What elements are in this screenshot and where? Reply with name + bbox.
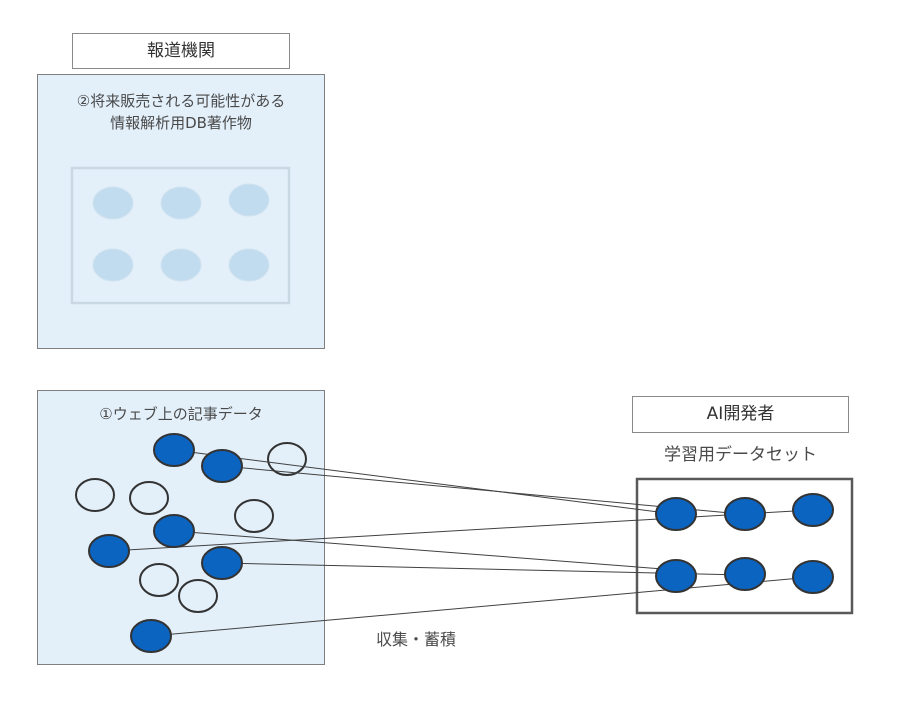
- arrow: [150, 574, 813, 637]
- faded-node: [228, 183, 270, 217]
- hollow-node: [75, 478, 115, 512]
- dataset-node: [792, 560, 834, 594]
- web-articles-title: ①ウェブ上の記事データ: [99, 405, 263, 423]
- ai-developer-label: AI開発者: [632, 396, 849, 433]
- hollow-node: [129, 481, 169, 515]
- future-db-title-line1: ②将来販売される可能性がある: [76, 92, 286, 110]
- dataset-node: [724, 497, 766, 531]
- hollow-node: [139, 563, 179, 597]
- faded-node: [92, 186, 134, 220]
- dataset-node: [792, 493, 834, 527]
- article-node: [153, 514, 195, 548]
- article-node: [88, 534, 130, 568]
- article-node: [153, 433, 195, 467]
- article-node: [201, 449, 243, 483]
- hollow-node: [178, 579, 218, 613]
- ai-developer-label-text: AI開発者: [706, 404, 775, 424]
- future-db-title: ②将来販売される可能性がある 情報解析用DB著作物: [37, 90, 325, 134]
- dataset-node: [655, 497, 697, 531]
- faded-node: [160, 186, 202, 220]
- dataset-node: [724, 557, 766, 591]
- hollow-node: [234, 499, 274, 533]
- hollow-node: [267, 442, 307, 476]
- article-node: [130, 619, 172, 653]
- article-node: [201, 546, 243, 580]
- faded-node: [160, 248, 202, 282]
- arrow: [173, 530, 677, 574]
- news-org-label-text: 報道機関: [147, 41, 215, 61]
- arrow: [221, 465, 742, 517]
- dataset-node: [655, 559, 697, 593]
- dataset-title: 学習用データセット: [664, 445, 817, 465]
- news-org-label: 報道機関: [72, 33, 290, 69]
- arrow: [173, 449, 675, 517]
- collect-accumulate-label: 収集・蓄積: [376, 630, 457, 649]
- faded-node: [92, 248, 134, 282]
- future-db-title-line2: 情報解析用DB著作物: [110, 114, 252, 132]
- faded-node: [228, 248, 270, 282]
- future-db-inner-box: [70, 166, 291, 305]
